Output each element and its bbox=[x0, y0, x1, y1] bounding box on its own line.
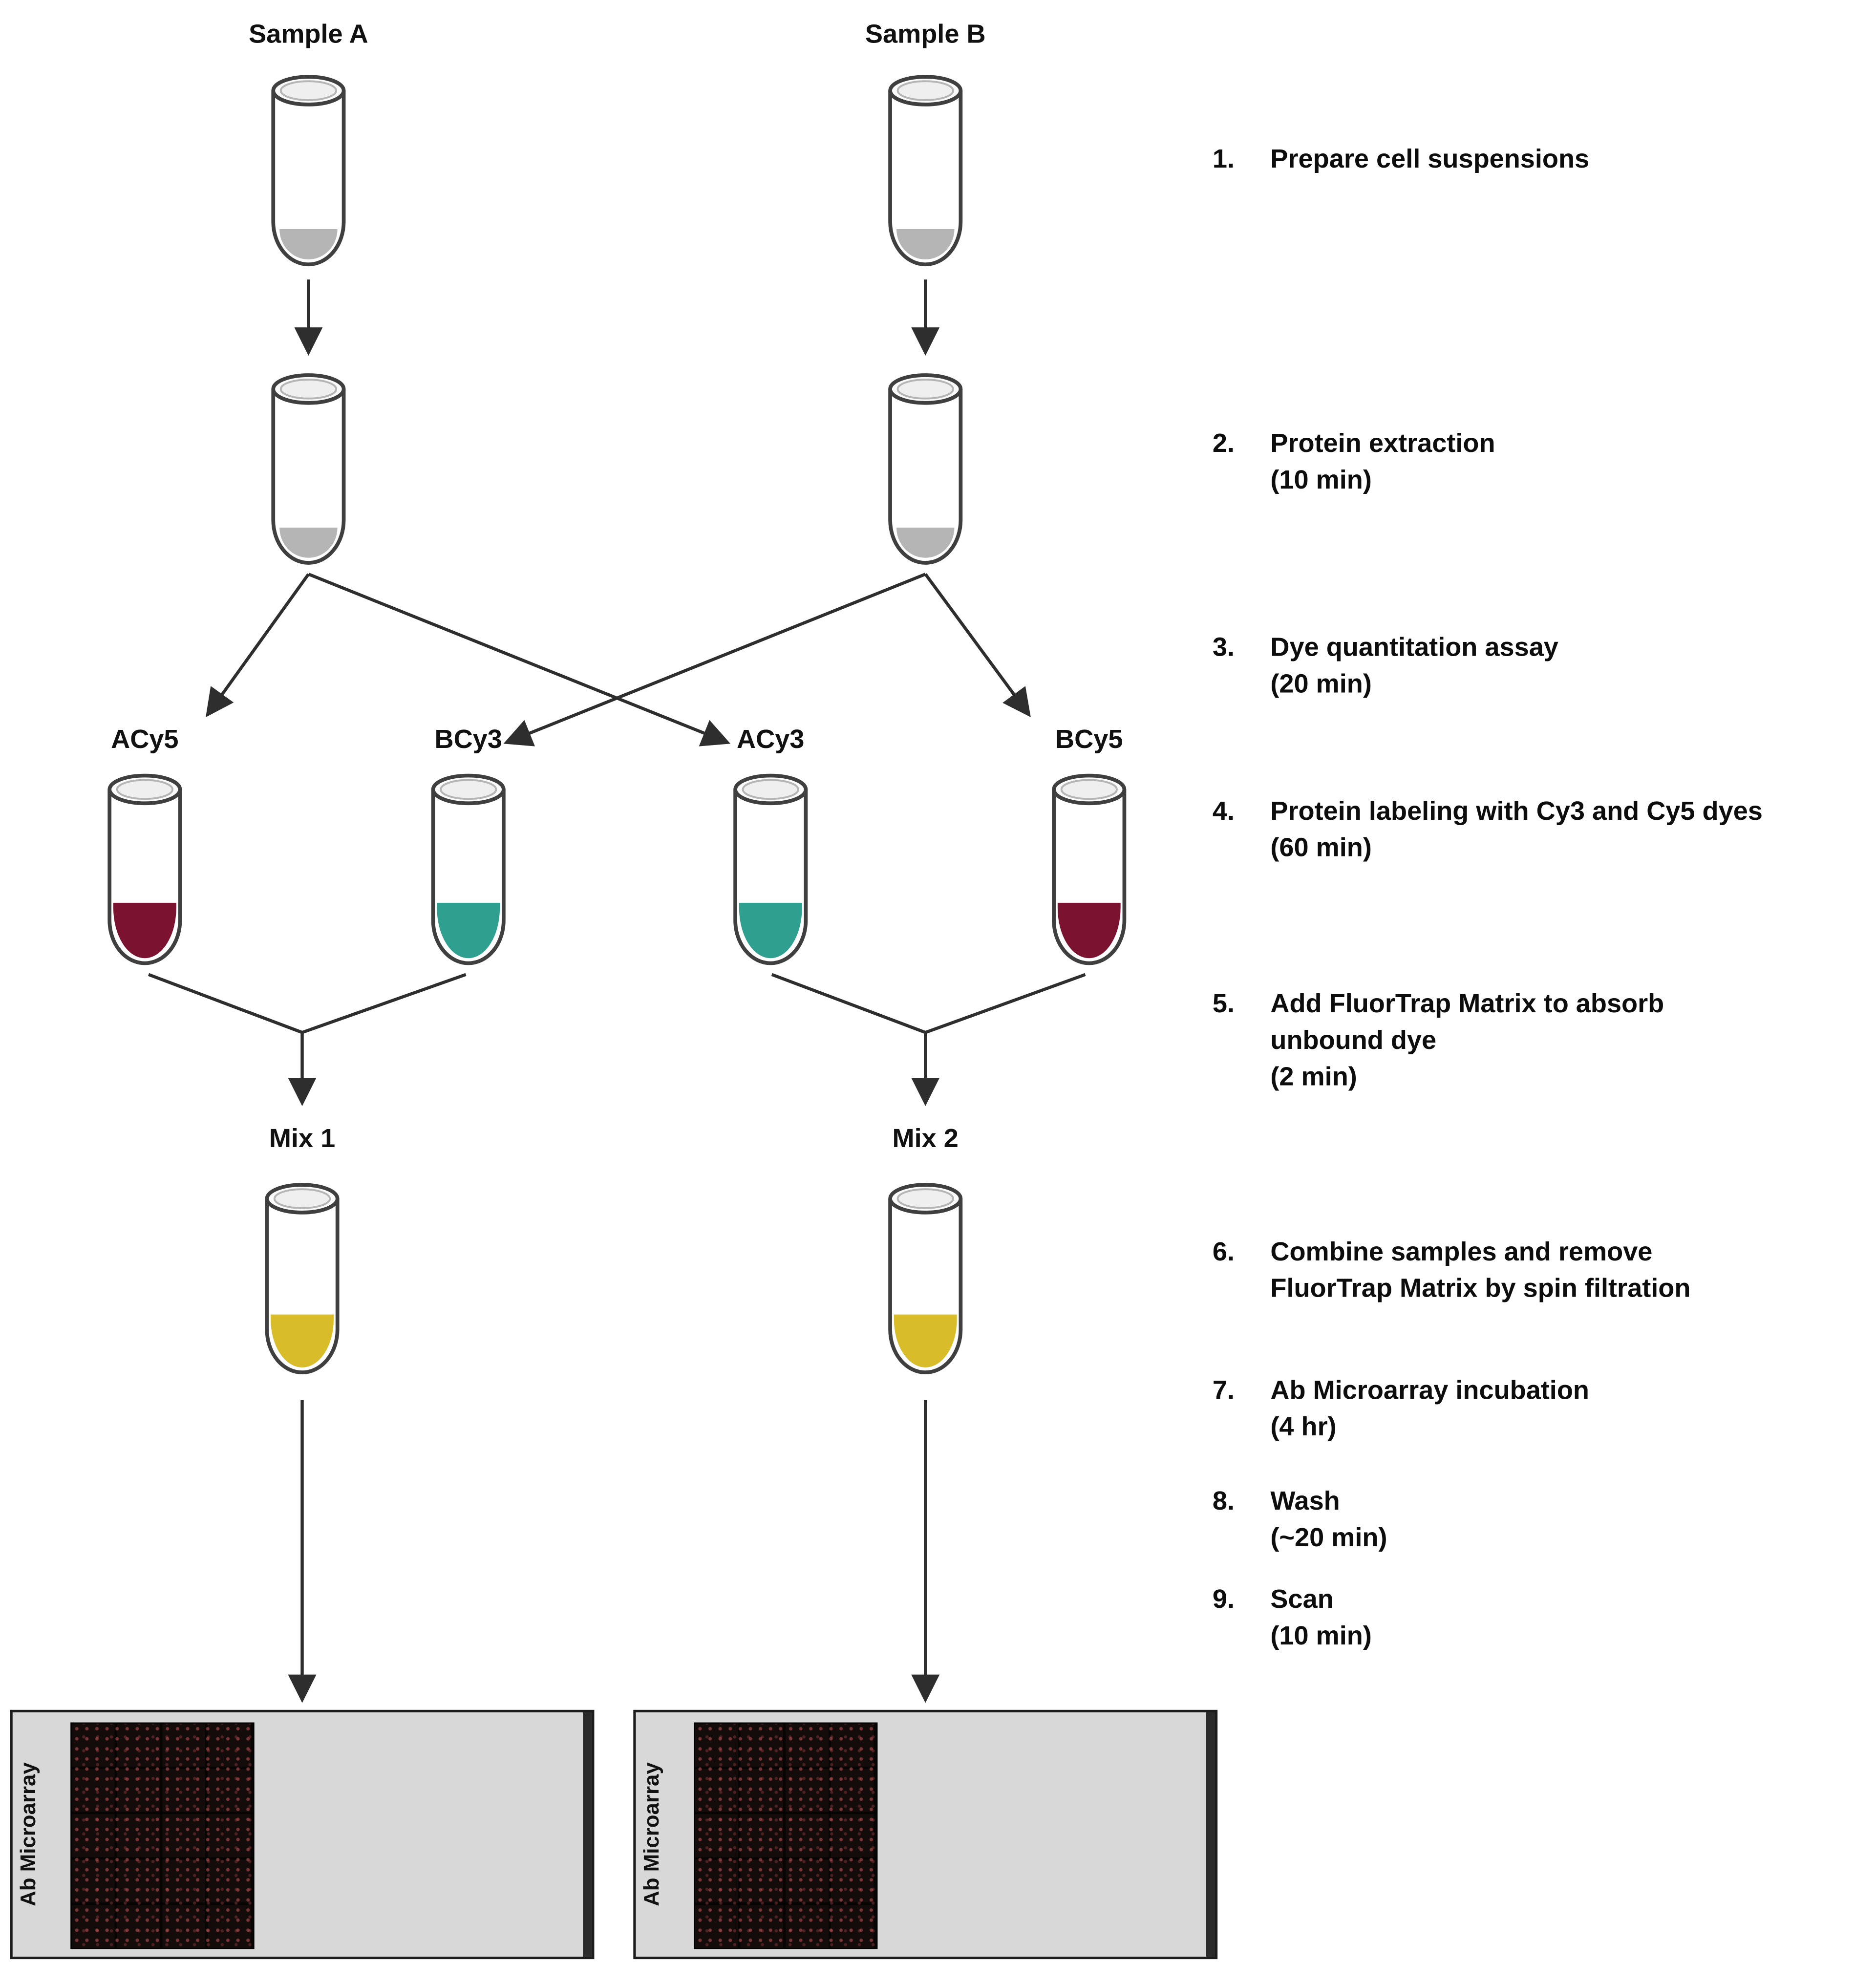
slide1-label: Ab Microarray bbox=[16, 1762, 41, 1907]
step-6-text-line2: FluorTrap Matrix by spin filtration bbox=[1270, 1274, 1691, 1303]
extract-a-tube-icon bbox=[268, 371, 349, 570]
step-6-text-line1: Combine samples and remove bbox=[1270, 1238, 1653, 1267]
step-9-text: Scan bbox=[1270, 1585, 1334, 1614]
acy5-label: ACy5 bbox=[111, 725, 179, 754]
step-5: 5. Add FluorTrap Matrix to absorb unboun… bbox=[1213, 986, 1876, 1095]
step-2-number: 2. bbox=[1212, 429, 1235, 459]
acy3-tube-icon bbox=[730, 772, 811, 971]
step-8-duration: (~20 min) bbox=[1270, 1523, 1387, 1553]
step-2: 2. Protein extraction (10 min) bbox=[1213, 426, 1876, 498]
step-1-number: 1. bbox=[1212, 145, 1235, 174]
slide2-edge bbox=[1206, 1712, 1215, 1957]
step-8: 8. Wash (~20 min) bbox=[1213, 1483, 1876, 1556]
step-4-text: Protein labeling with Cy3 and Cy5 dyes bbox=[1270, 797, 1763, 826]
slide2-label: Ab Microarray bbox=[640, 1762, 664, 1907]
step-9-duration: (10 min) bbox=[1270, 1622, 1372, 1651]
step-8-text: Wash bbox=[1270, 1487, 1340, 1516]
slide1-edge bbox=[583, 1712, 592, 1957]
bcy5-label: BCy5 bbox=[1055, 725, 1123, 754]
step-5-number: 5. bbox=[1212, 989, 1235, 1019]
step-2-duration: (10 min) bbox=[1270, 466, 1372, 495]
sample-a-tube-icon bbox=[268, 73, 349, 272]
mix2-label: Mix 2 bbox=[892, 1124, 959, 1153]
step-6: 6. Combine samples and remove FluorTrap … bbox=[1213, 1234, 1876, 1307]
step-5-text-line2: unbound dye bbox=[1270, 1026, 1437, 1055]
step-6-number: 6. bbox=[1212, 1238, 1235, 1267]
step-3: 3. Dye quantitation assay (20 min) bbox=[1213, 630, 1876, 703]
microarray-slide-2: Ab Microarray bbox=[633, 1709, 1218, 1960]
step-3-number: 3. bbox=[1212, 633, 1235, 662]
step-7-text: Ab Microarray incubation bbox=[1270, 1376, 1589, 1406]
step-9: 9. Scan (10 min) bbox=[1213, 1581, 1876, 1654]
extract-b-tube-icon bbox=[885, 371, 966, 570]
slide2-array-spots bbox=[694, 1722, 878, 1949]
bcy5-tube-icon bbox=[1049, 772, 1130, 971]
step-7: 7. Ab Microarray incubation (4 hr) bbox=[1213, 1372, 1876, 1445]
step-8-number: 8. bbox=[1212, 1487, 1235, 1516]
mix1-label: Mix 1 bbox=[269, 1124, 336, 1153]
mix2-tube-icon bbox=[885, 1181, 966, 1380]
mix1-tube-icon bbox=[262, 1181, 342, 1380]
sample-a-label: Sample A bbox=[249, 20, 368, 49]
acy5-tube-icon bbox=[105, 772, 185, 971]
step-4-number: 4. bbox=[1212, 797, 1235, 826]
microarray-slide-1: Ab Microarray bbox=[10, 1709, 595, 1960]
step-4-duration: (60 min) bbox=[1270, 833, 1372, 863]
slide1-array-spots bbox=[70, 1722, 255, 1949]
bcy3-label: BCy3 bbox=[434, 725, 502, 754]
acy3-label: ACy3 bbox=[737, 725, 805, 754]
step-4: 4. Protein labeling with Cy3 and Cy5 dye… bbox=[1213, 793, 1876, 866]
sample-b-tube-icon bbox=[885, 73, 966, 272]
step-2-text: Protein extraction bbox=[1270, 429, 1495, 459]
step-5-text-line1: Add FluorTrap Matrix to absorb bbox=[1270, 989, 1664, 1019]
step-9-number: 9. bbox=[1212, 1585, 1235, 1614]
step-1-text: Prepare cell suspensions bbox=[1270, 145, 1590, 174]
step-3-text: Dye quantitation assay bbox=[1270, 633, 1558, 662]
step-5-duration: (2 min) bbox=[1270, 1063, 1357, 1092]
step-1: 1. Prepare cell suspensions bbox=[1213, 141, 1876, 178]
step-7-duration: (4 hr) bbox=[1270, 1412, 1337, 1442]
bcy3-tube-icon bbox=[428, 772, 509, 971]
step-7-number: 7. bbox=[1212, 1376, 1235, 1406]
sample-b-label: Sample B bbox=[865, 20, 986, 49]
step-3-duration: (20 min) bbox=[1270, 670, 1372, 699]
